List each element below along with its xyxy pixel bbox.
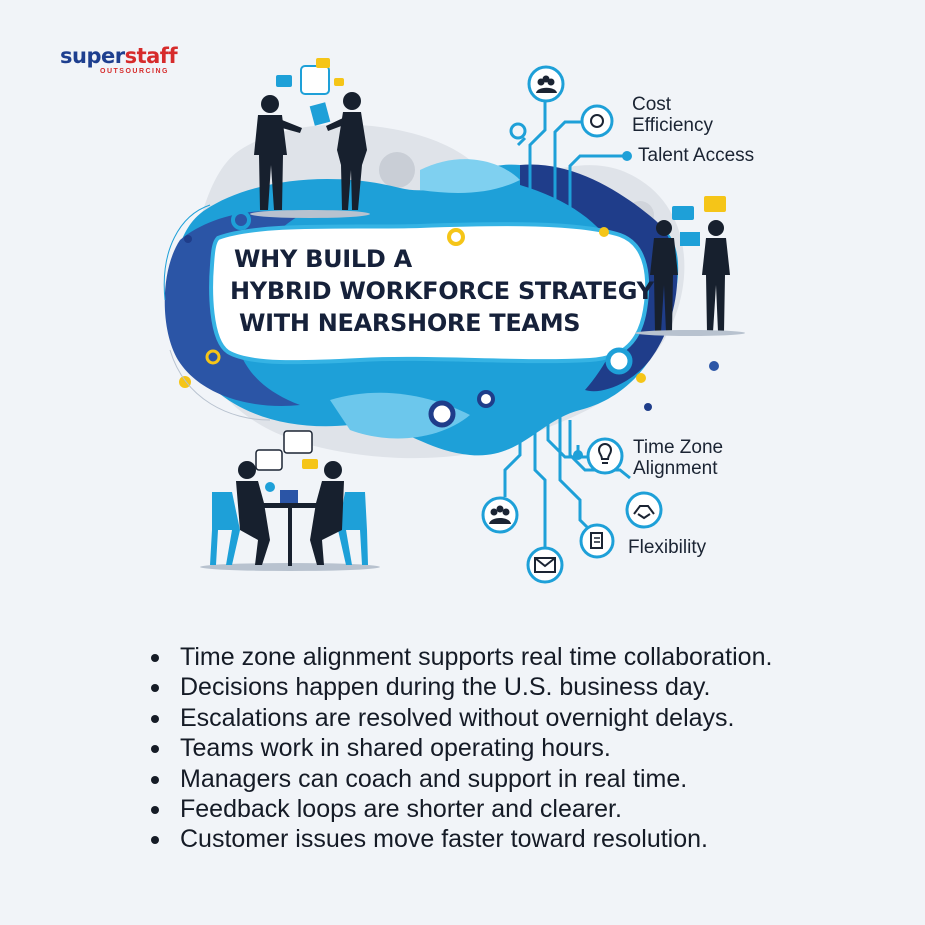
thin-arc	[169, 349, 271, 421]
list-item: Feedback loops are shorter and clearer.	[148, 794, 772, 824]
superstaff-logo: superstaff OUTSOURCING	[60, 44, 190, 84]
yellow-dot	[636, 373, 646, 383]
team-icon	[481, 496, 519, 534]
benefit-flexibility: Flexibility	[628, 537, 707, 558]
list-item: Time zone alignment supports real time c…	[148, 642, 772, 672]
logo-wordmark: superstaff	[60, 44, 178, 68]
benefit-cost-efficiency: Cost Efficiency	[632, 94, 713, 136]
benefit-talent-access: Talent Access	[638, 145, 755, 166]
ring-dot	[477, 390, 495, 408]
benefit-time-zone-alignment: Time Zone Alignment	[633, 437, 723, 479]
infographic-illustration	[163, 58, 745, 584]
navy-dot	[184, 235, 192, 243]
ground-shadow	[250, 210, 370, 218]
document-icon	[579, 523, 615, 559]
list-item: Teams work in shared operating hours.	[148, 733, 772, 763]
list-item: Escalations are resolved without overnig…	[148, 703, 772, 733]
chat-icon	[255, 58, 726, 471]
navy-dot	[644, 403, 652, 411]
email-icon	[526, 546, 564, 584]
thin-arc	[163, 204, 211, 301]
benefit-tz-line-1: Time Zone	[633, 437, 724, 458]
ring-dot	[231, 210, 251, 230]
title-line-1: WHY BUILD A	[234, 245, 412, 273]
business-people-right	[650, 220, 730, 332]
circuit-node	[573, 450, 583, 460]
circuit-node	[622, 151, 632, 161]
money-icon	[580, 104, 614, 138]
yellow-dot	[599, 227, 609, 237]
logo-word-staff: staff	[124, 44, 178, 68]
page-title: WHY BUILD A HYBRID WORKFORCE STRATEGY WI…	[230, 243, 654, 339]
splash-highlight	[420, 159, 520, 193]
ring-dot	[428, 400, 456, 428]
title-line-3: WITH NEARSHORE TEAMS	[239, 309, 581, 337]
lightbulb-icon	[586, 437, 624, 475]
grey-dot	[379, 152, 415, 188]
benefit-tz-line-2: Alignment	[633, 458, 718, 479]
circuit-lines-bottom	[503, 400, 631, 548]
logo-tagline: OUTSOURCING	[100, 68, 169, 75]
ring-dot	[605, 347, 633, 375]
blue-dot	[540, 204, 548, 212]
ring-dot	[447, 228, 465, 246]
list-item: Decisions happen during the U.S. busines…	[148, 672, 772, 702]
ground-shadow	[635, 330, 745, 336]
logo-word-super: super	[60, 44, 125, 68]
benefit-bullet-list: Time zone alignment supports real time c…	[148, 642, 772, 855]
people-icon	[527, 65, 565, 103]
circuit-lines-top	[516, 95, 627, 210]
title-banner	[209, 222, 650, 365]
title-line-2: HYBRID WORKFORCE STRATEGY	[230, 277, 654, 305]
ring-dot	[205, 349, 221, 365]
ring-dot	[509, 122, 527, 140]
list-item: Managers can coach and support in real t…	[148, 764, 772, 794]
benefit-cost-line-2: Efficiency	[632, 115, 713, 136]
navy-dot	[709, 361, 719, 371]
benefit-cost-line-1: Cost	[632, 94, 672, 115]
list-item: Customer issues move faster toward resol…	[148, 824, 772, 854]
meeting-table-scene	[200, 461, 380, 571]
handshake-icon	[625, 491, 663, 529]
business-people-top	[254, 92, 367, 210]
